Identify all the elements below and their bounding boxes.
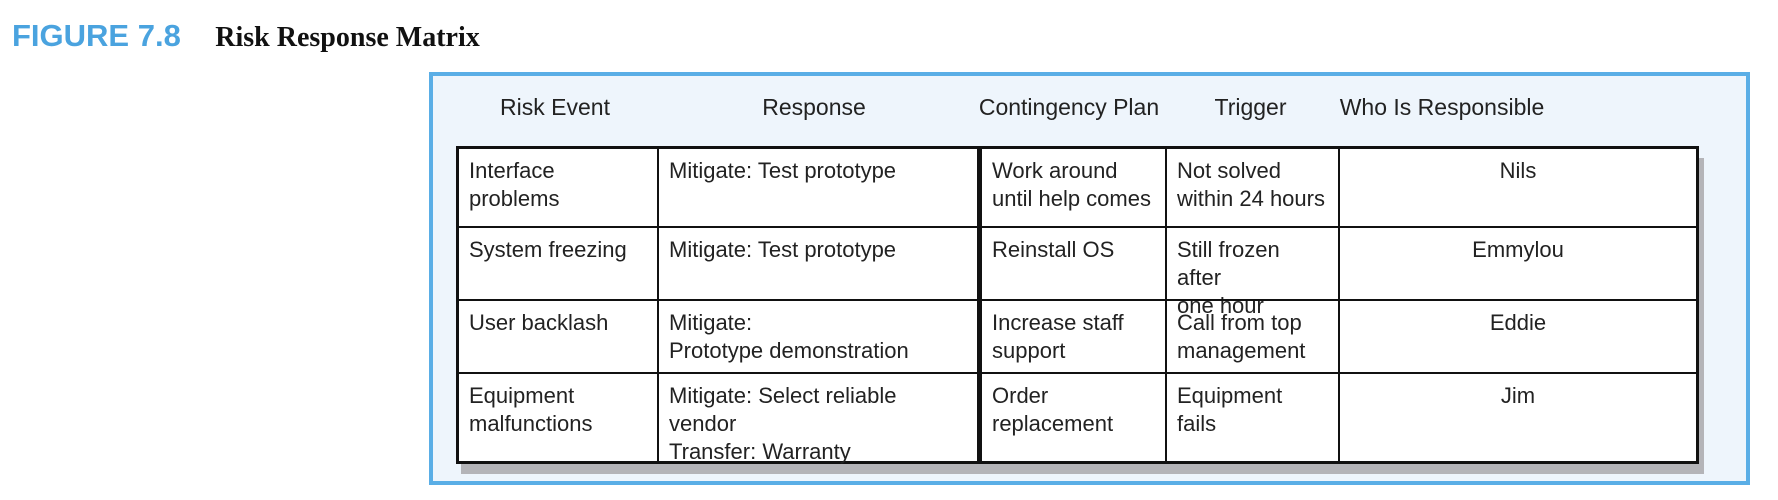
figure-title: Risk Response Matrix [215, 22, 480, 53]
cell-who-is-responsible: Nils [1499, 158, 1537, 183]
header-risk-event: Risk Event [500, 94, 610, 120]
cell-risk-event: User backlash [469, 310, 609, 335]
cell-who-is-responsible: Jim [1500, 383, 1536, 408]
header-who-is-responsible: Who Is Responsible [1339, 94, 1545, 120]
row-divider [459, 226, 1696, 228]
column-divider [1338, 149, 1340, 461]
cell-response: Mitigate: Test prototype [669, 158, 897, 183]
cell-risk-event: System freezing [469, 237, 627, 262]
cell-contingency-plan: Reinstall OS [992, 237, 1115, 262]
figure-number: FIGURE 7.8 [12, 18, 181, 53]
row-divider [459, 372, 1696, 374]
cell-who-is-responsible: Eddie [1489, 310, 1547, 335]
header-trigger: Trigger [1214, 94, 1287, 120]
risk-matrix-frame: Risk Event Response Contingency Plan Tri… [429, 72, 1750, 485]
column-divider [1165, 149, 1167, 461]
cell-response: Mitigate: Test prototype [669, 237, 897, 262]
figure-heading: FIGURE 7.8 Risk Response Matrix [12, 18, 480, 54]
column-divider [657, 149, 659, 461]
cell-risk-event: Interface problems [469, 158, 560, 211]
header-response: Response [762, 94, 866, 120]
header-contingency-plan: Contingency Plan [978, 94, 1160, 120]
column-divider [977, 149, 982, 461]
row-divider [459, 299, 1696, 301]
cell-who-is-responsible: Emmylou [1472, 237, 1564, 262]
cell-response: Mitigate:Prototype demonstration [669, 310, 909, 363]
